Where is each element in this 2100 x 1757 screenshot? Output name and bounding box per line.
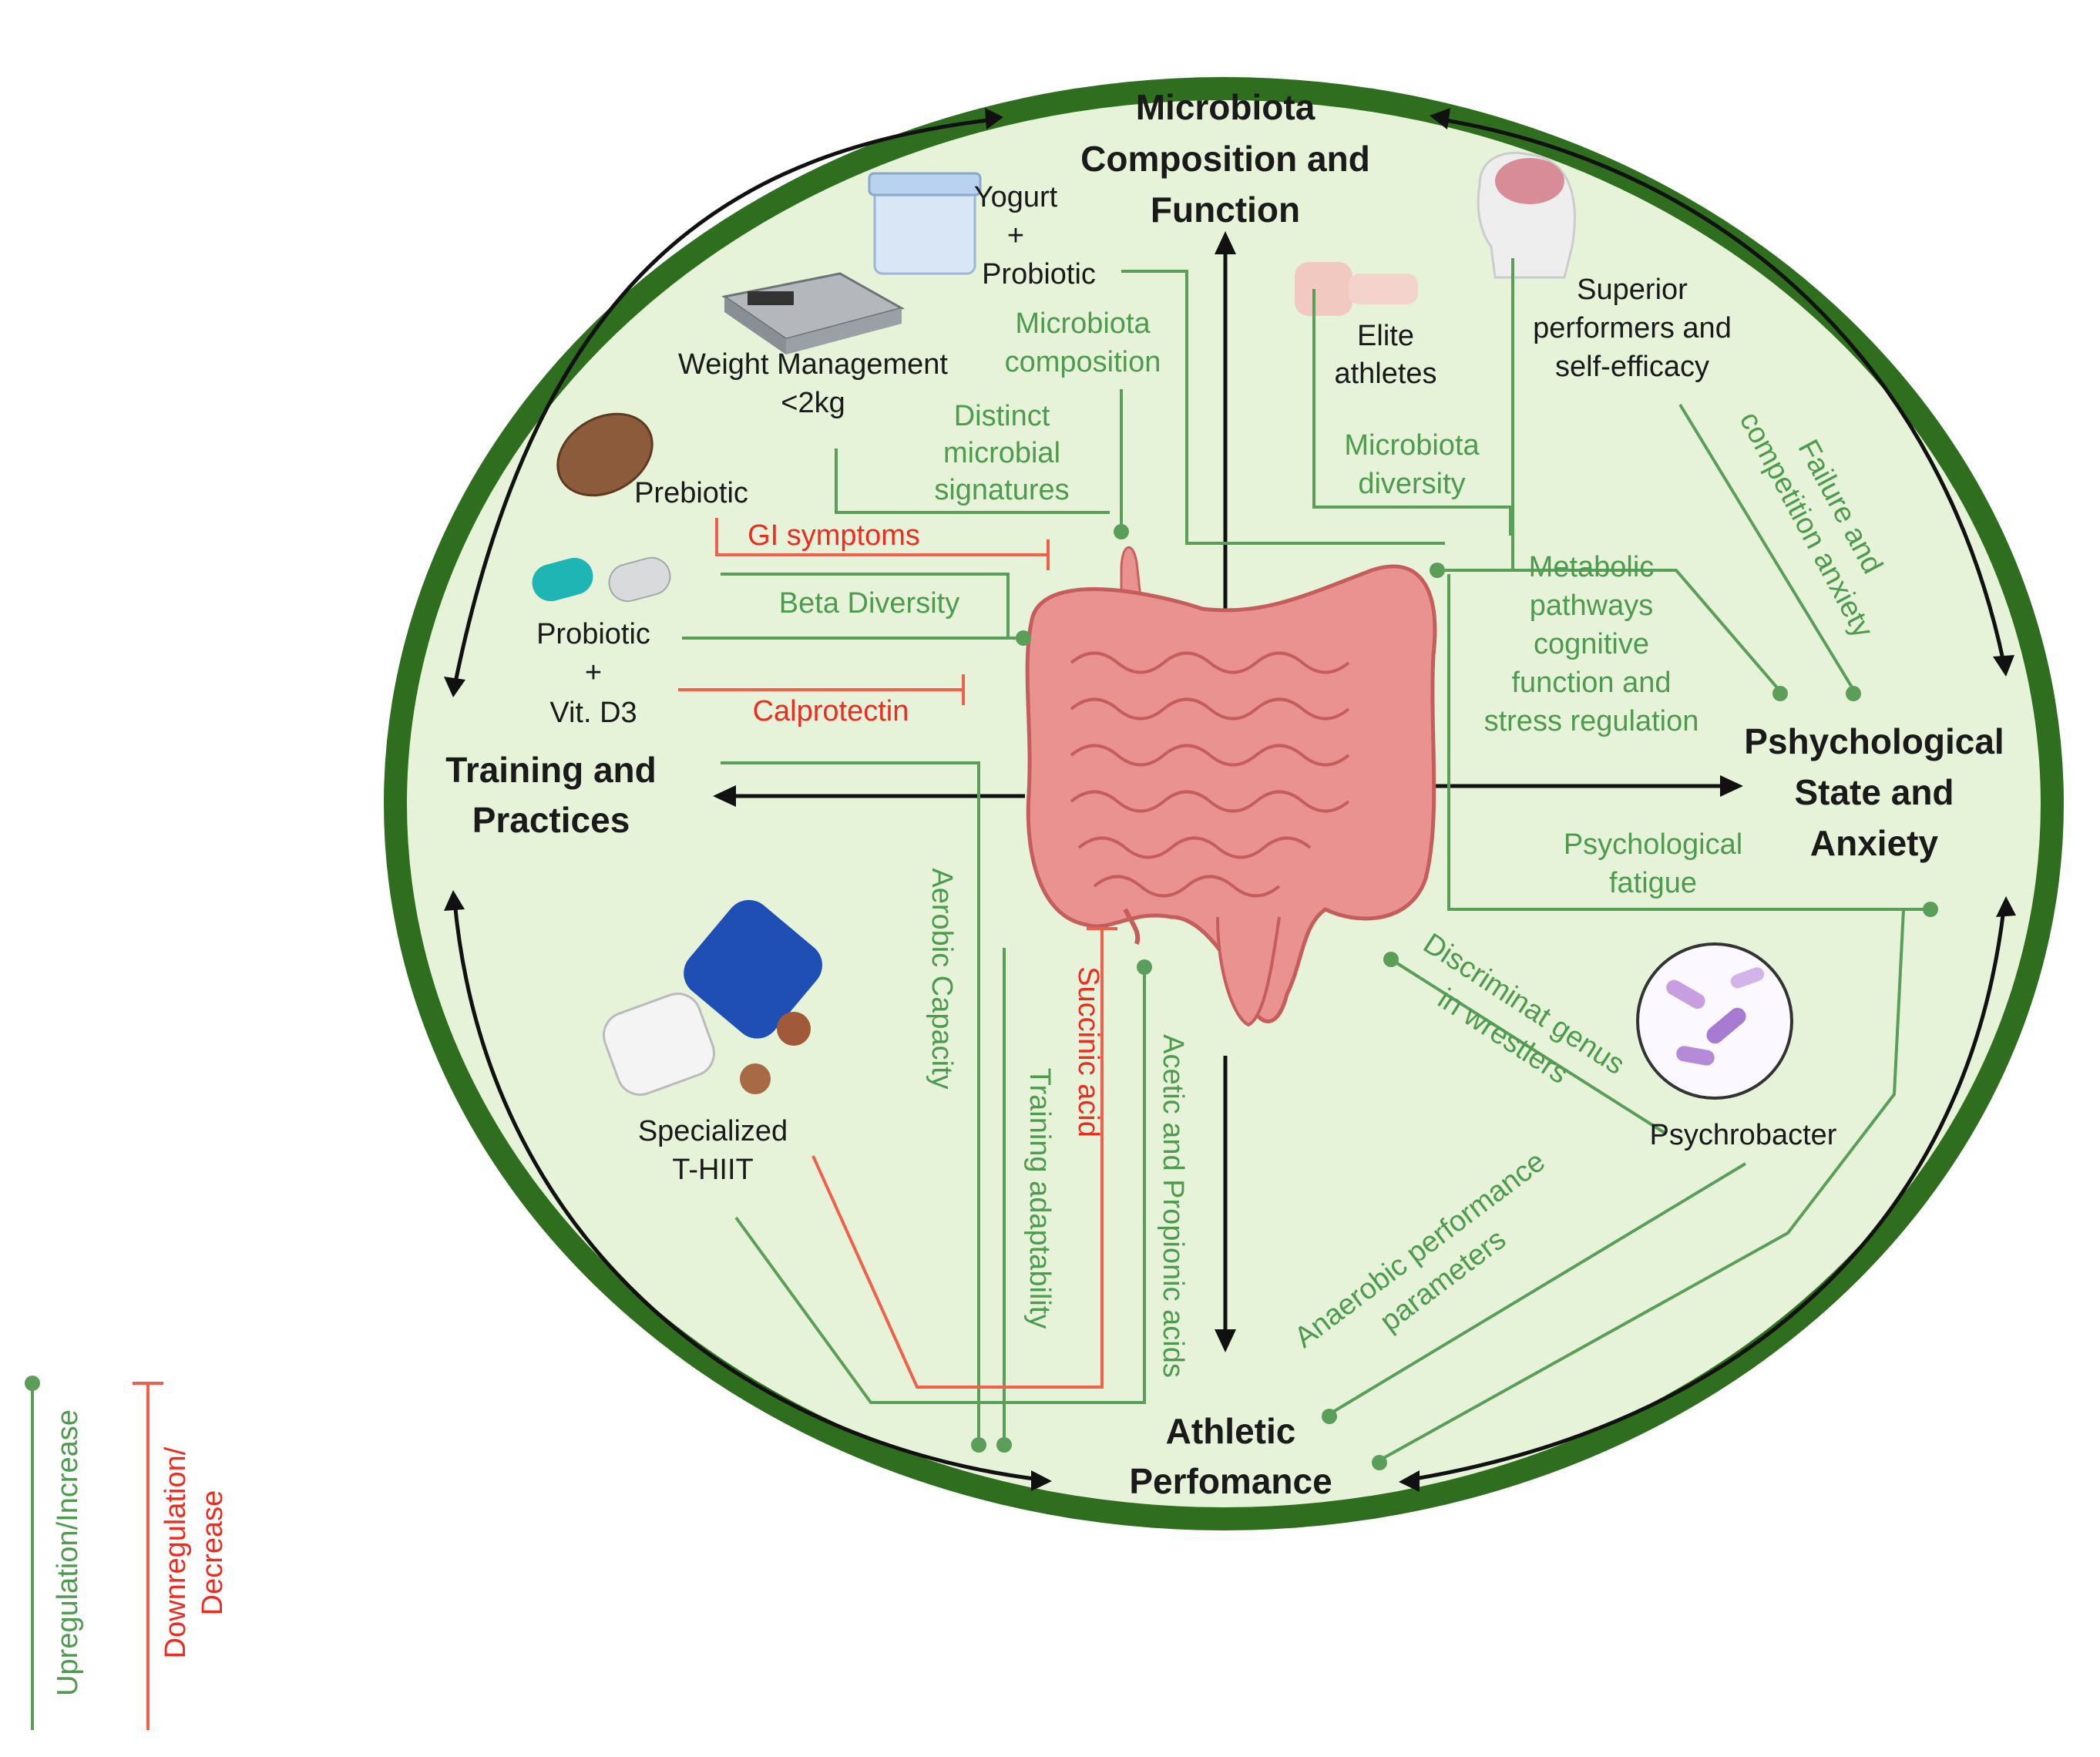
capsule-icon — [532, 556, 671, 603]
upregulation-dots — [971, 524, 1938, 1470]
weighing-scale-icon — [721, 272, 905, 354]
label-probiotic-vit: Probiotic+Vit. D3 — [536, 618, 650, 729]
effect-gi: GI symptoms — [748, 519, 920, 552]
bacteria-icon — [1636, 942, 1793, 1100]
fist-icon — [1295, 262, 1418, 316]
outer-arrows — [444, 108, 2016, 1492]
legend-down: Downregulation/Decrease — [160, 1446, 229, 1658]
downregulation-lines — [678, 518, 1117, 1389]
label-yogurt: Yogurt+Probiotic — [974, 181, 1096, 291]
legend: Upregulation/Increase Downregulation/Dec… — [25, 1376, 229, 1730]
effect-calprotectin: Calprotectin — [753, 695, 909, 727]
upregulation-lines — [682, 258, 1927, 1462]
effect-beta: Beta Diversity — [779, 587, 959, 620]
effect-aerobic: Aerobic Capacity — [926, 868, 958, 1089]
judo-icon — [603, 899, 822, 1096]
legend-up: Upregulation/Increase — [52, 1409, 84, 1696]
effect-training-adapt: Training adaptability — [1023, 1068, 1056, 1329]
effect-succinic: Succinic acid — [1072, 966, 1104, 1137]
potato-icon — [556, 412, 654, 497]
brain-head-icon — [1477, 151, 1576, 279]
yogurt-icon — [868, 172, 982, 275]
label-prebiotic: Prebiotic — [634, 477, 748, 509]
intestine-icon — [1025, 546, 1437, 1027]
label-psychrobacter: Psychrobacter — [1650, 1119, 1837, 1151]
effect-acetic: Acetic and Propionic acids — [1157, 1034, 1189, 1378]
label-weight: Weight Management<2kg — [678, 348, 948, 419]
axis-arrows — [713, 231, 1743, 1352]
